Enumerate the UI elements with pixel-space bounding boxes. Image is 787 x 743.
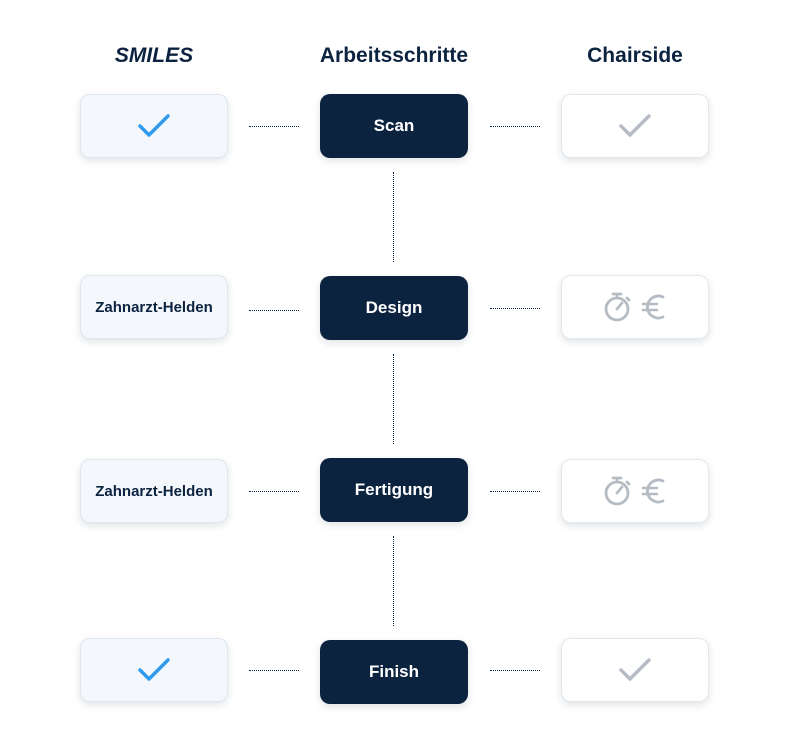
step-fertigung: Fertigung: [320, 458, 468, 522]
connector-left-finish: [249, 670, 299, 671]
check-icon: [138, 658, 170, 681]
euro-icon: [641, 294, 665, 320]
column-header-chairside: Chairside: [587, 44, 683, 67]
partner-label: Zahnarzt-Helden: [95, 482, 213, 500]
chairside-finish-cell: [561, 638, 709, 702]
smiles-fertigung-cell: Zahnarzt-Helden: [80, 459, 228, 523]
connector-scan-design: [393, 172, 394, 262]
chairside-fertigung-cell: [561, 459, 709, 523]
connector-design-fertigung: [393, 354, 394, 444]
connector-right-fertigung: [490, 491, 540, 492]
column-header-smiles: SMILES: [114, 44, 194, 67]
connector-right-finish: [490, 670, 540, 671]
step-design: Design: [320, 276, 468, 340]
smiles-finish-cell: [80, 638, 228, 702]
step-scan: Scan: [320, 94, 468, 158]
check-icon: [619, 658, 651, 681]
smiles-design-cell: Zahnarzt-Helden: [80, 275, 228, 339]
connector-right-design: [490, 308, 540, 309]
chairside-design-cell: [561, 275, 709, 339]
connector-right-scan: [490, 126, 540, 127]
euro-icon: [641, 478, 665, 504]
step-label: Scan: [373, 116, 415, 135]
step-finish: Finish: [320, 640, 468, 704]
connector-fertigung-finish: [393, 536, 394, 626]
connector-left-fertigung: [249, 491, 299, 492]
stopwatch-icon: [604, 292, 631, 322]
smiles-scan-cell: [80, 94, 228, 158]
connector-left-scan: [249, 126, 299, 127]
check-icon: [619, 114, 651, 137]
step-label: Fertigung: [354, 480, 434, 499]
step-label: Finish: [368, 662, 420, 681]
check-icon: [138, 114, 170, 137]
partner-label: Zahnarzt-Helden: [95, 298, 213, 316]
stopwatch-icon: [604, 476, 631, 506]
column-header-steps: Arbeitsschritte: [319, 44, 469, 67]
connector-left-design: [249, 310, 299, 311]
step-label: Design: [365, 298, 423, 317]
chairside-scan-cell: [561, 94, 709, 158]
